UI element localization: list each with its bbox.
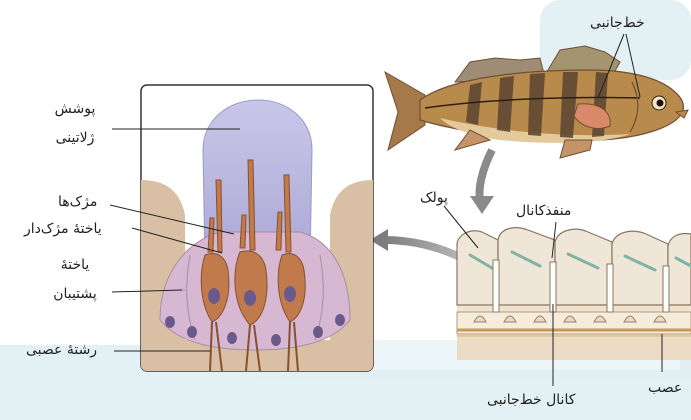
label-scale: پولک <box>420 190 448 208</box>
lateral-line-canal-section <box>457 228 691 360</box>
left-arrow <box>370 229 470 262</box>
neuromast-box <box>141 85 373 371</box>
down-arrow <box>470 150 494 214</box>
label-nerve-fiber: رشتهٔ عصبی <box>26 342 97 360</box>
label-gelatinous-cover-line2: ژلاتینی <box>40 130 110 148</box>
label-lateral-line: خط‌جانبی <box>590 15 645 33</box>
label-hair-cell: یاختهٔ مژک‌دار <box>24 221 102 239</box>
label-canal-opening: منفذکانال <box>516 203 571 221</box>
label-nerve: عصب <box>648 380 682 398</box>
label-lateral-line-canal: کانال خط‌جانبی <box>487 392 575 410</box>
label-gelatinous-cover-line1: پوشش <box>40 101 110 119</box>
label-supporting-cell-line2: پشتیبان <box>40 286 110 304</box>
fish-tail <box>385 72 425 150</box>
label-supporting-cell-line1: یاختهٔ <box>40 257 110 275</box>
label-cilia: مژک‌ها <box>58 194 97 212</box>
